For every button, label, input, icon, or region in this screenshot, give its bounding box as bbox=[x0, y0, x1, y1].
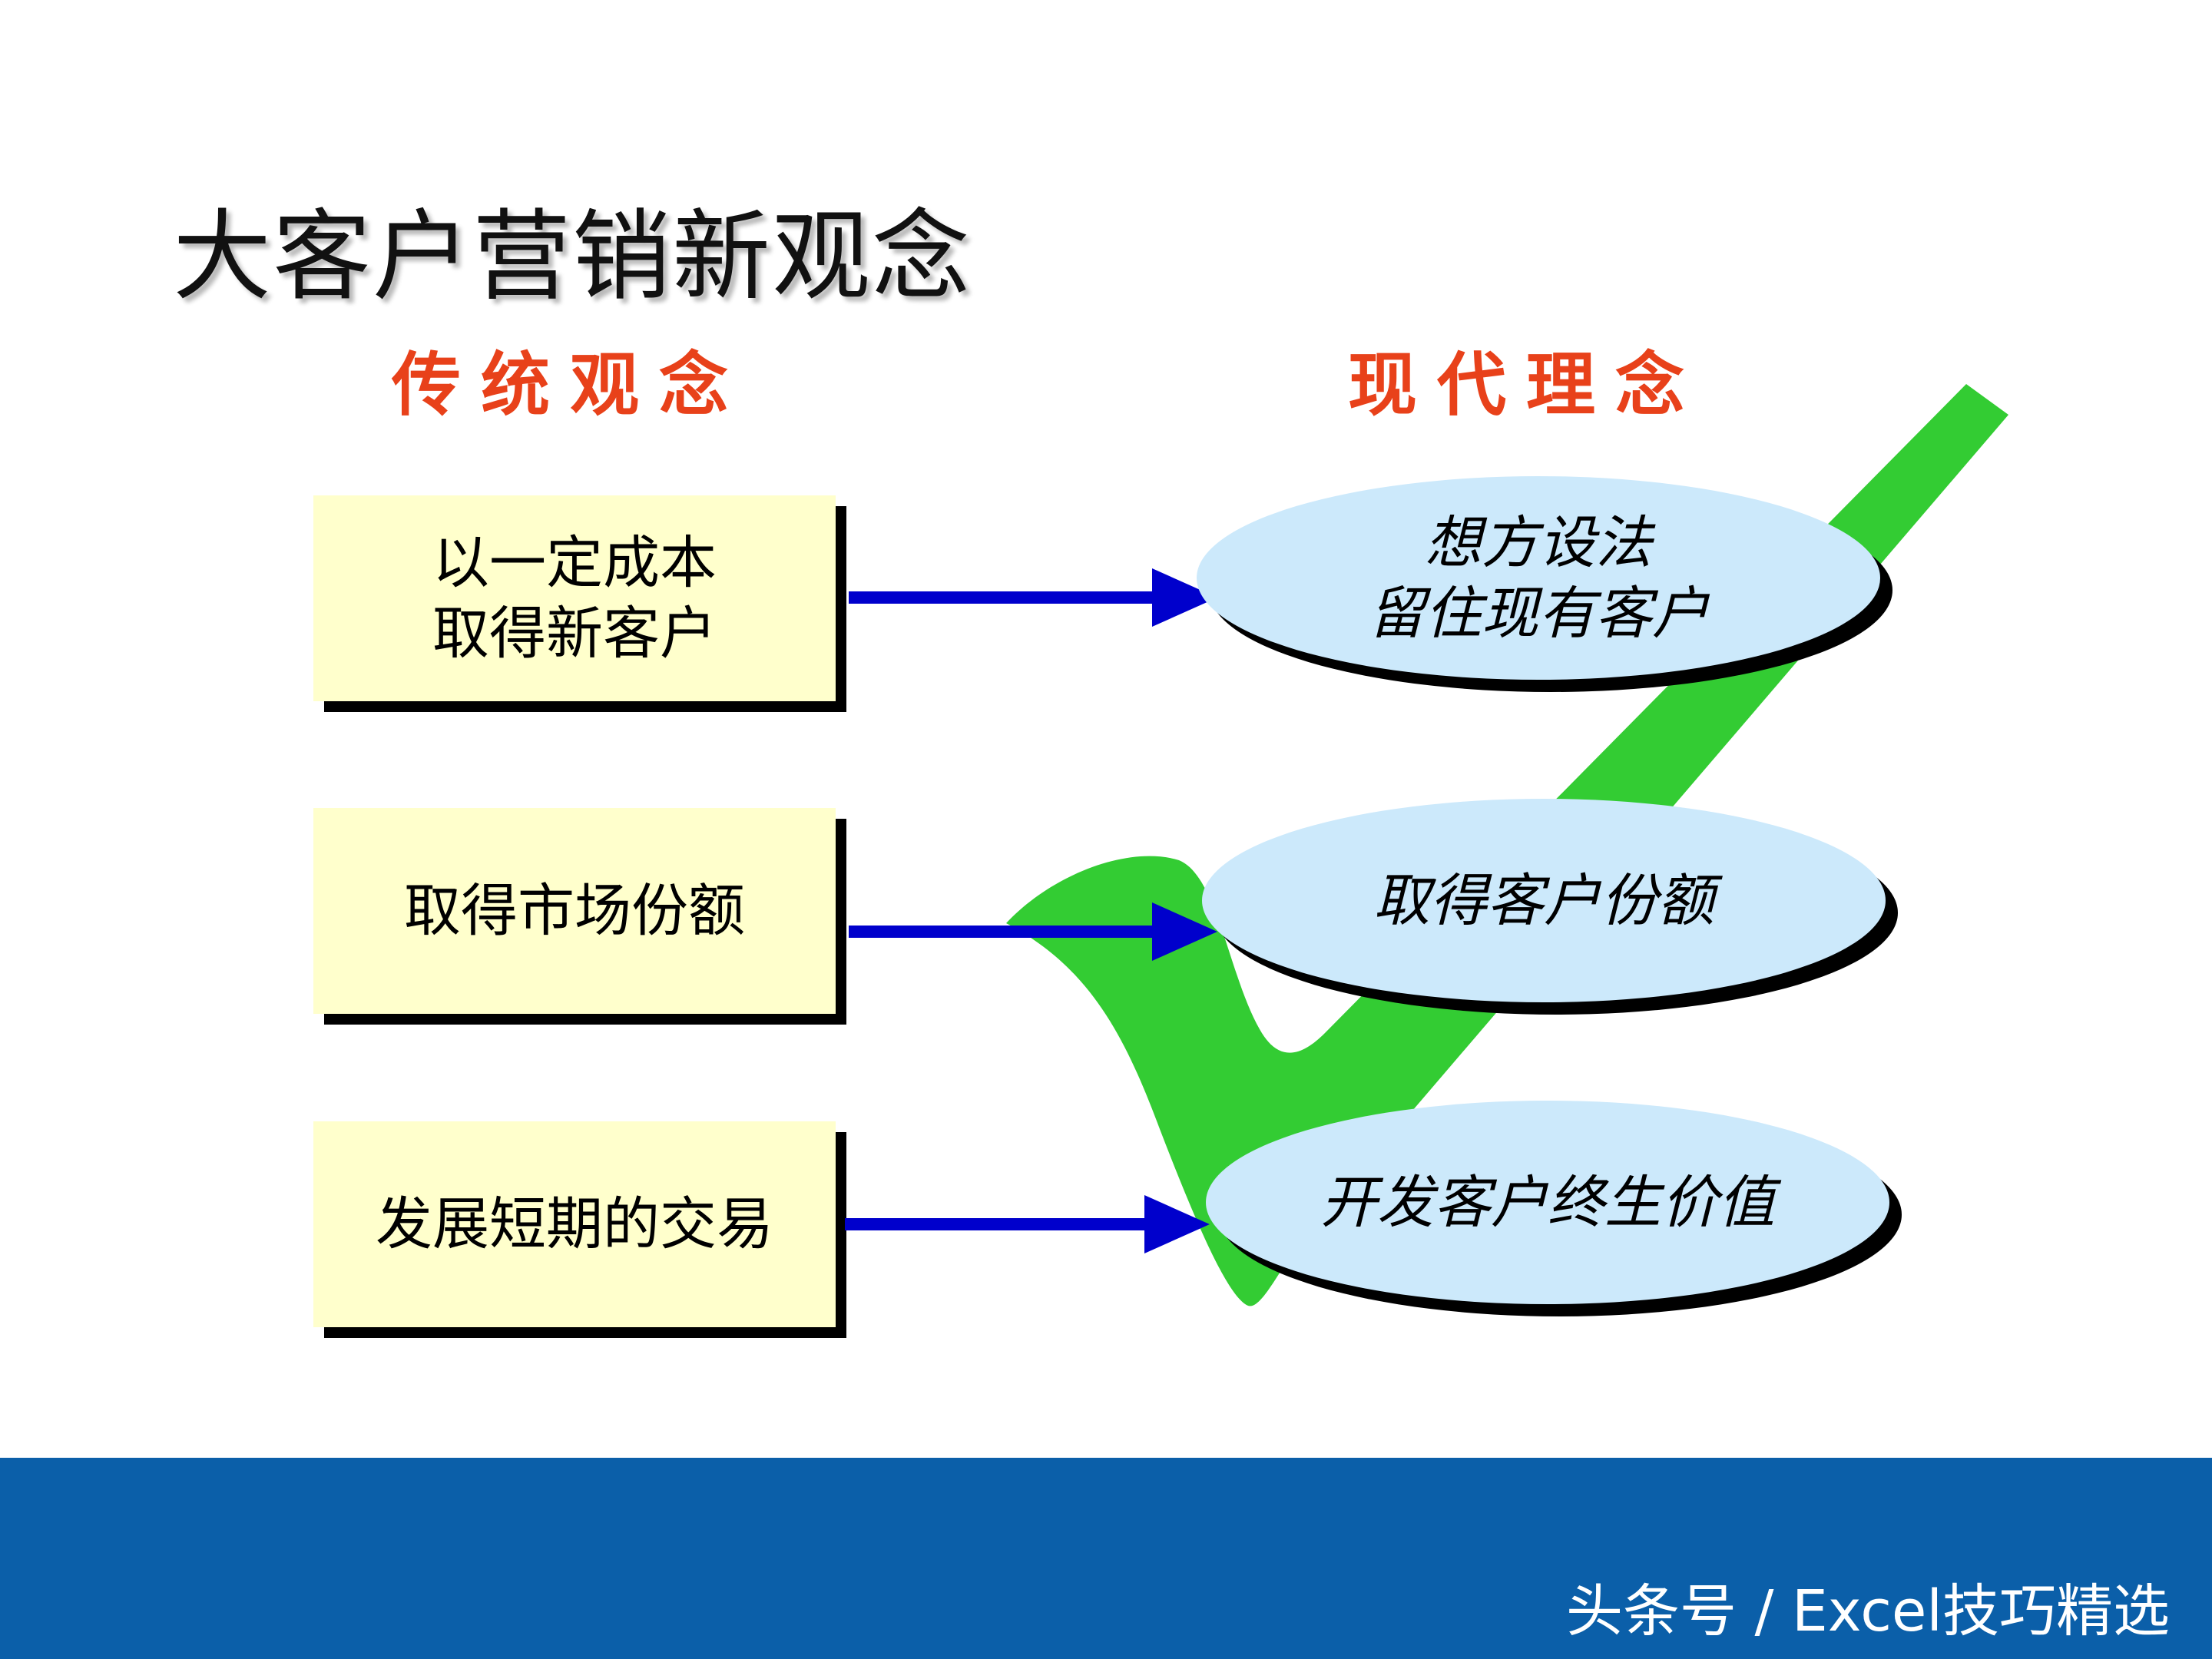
traditional-box-label: 发展短期的交易 bbox=[376, 1191, 773, 1257]
modern-ellipse-1: 想方设法 留住现有客户 bbox=[1197, 476, 1880, 680]
footer-bar: 头条号 / Excel技巧精选 bbox=[0, 1458, 2212, 1659]
traditional-box-2: 取得市场份额 bbox=[313, 808, 836, 1014]
modern-ellipse-label: 取得客户份额 bbox=[1373, 867, 1714, 934]
modern-ellipse-label: 开发客户终生价值 bbox=[1320, 1169, 1775, 1236]
traditional-box-label: 取得市场份额 bbox=[404, 878, 745, 944]
modern-ellipse-2: 取得客户份额 bbox=[1202, 799, 1886, 1002]
traditional-box-1: 以一定成本 取得新客户 bbox=[313, 495, 836, 701]
watermark-text: 头条号 / Excel技巧精选 bbox=[1566, 1578, 2170, 1644]
traditional-box-label: 以一定成本 取得新客户 bbox=[432, 530, 717, 667]
modern-ellipse-3: 开发客户终生价值 bbox=[1206, 1101, 1889, 1304]
arrow-right-icon bbox=[849, 568, 1217, 627]
modern-ellipse-label: 想方设法 留住现有客户 bbox=[1368, 509, 1709, 647]
traditional-heading: 传统观念 bbox=[392, 345, 748, 426]
arrow-right-icon bbox=[845, 1195, 1210, 1253]
arrow-right-icon bbox=[849, 902, 1217, 961]
page-title: 大客户营销新观念 bbox=[173, 200, 972, 314]
modern-heading: 现代理念 bbox=[1348, 345, 1704, 426]
traditional-box-3: 发展短期的交易 bbox=[313, 1121, 836, 1327]
